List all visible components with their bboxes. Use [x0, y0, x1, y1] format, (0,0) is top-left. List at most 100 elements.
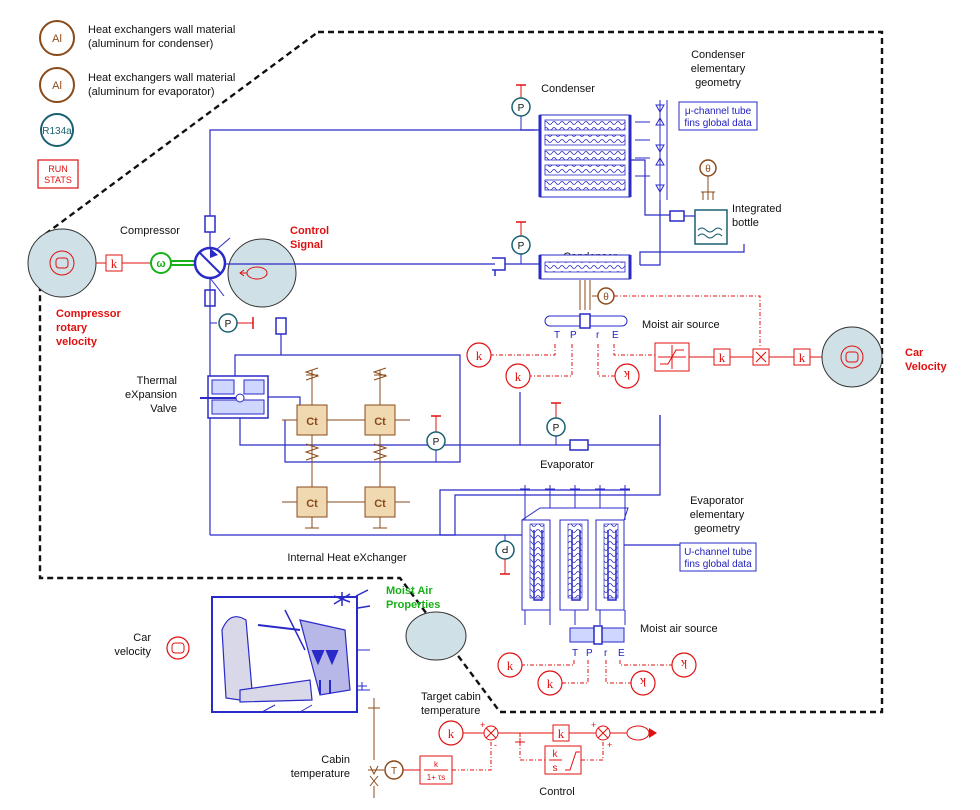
- svg-text:k: k: [558, 726, 565, 741]
- moist-air-source-top-label: Moist air source: [642, 319, 720, 331]
- constant-source[interactable]: k: [497, 652, 523, 678]
- control-output-port[interactable]: [626, 725, 657, 741]
- condenser-bottom[interactable]: [538, 254, 632, 280]
- product-block[interactable]: [752, 348, 770, 366]
- cabin-thermal-port: [368, 707, 380, 798]
- txv-label-1: Thermal: [137, 375, 177, 387]
- pressure-sensor-ihx[interactable]: P: [426, 415, 446, 462]
- pressure-sensor-condenser-top[interactable]: P: [511, 84, 531, 130]
- svg-text:s: s: [553, 763, 558, 774]
- control-signal-label-2: Signal: [290, 239, 323, 251]
- gain-block[interactable]: k: [793, 348, 811, 366]
- constant-source[interactable]: k: [537, 670, 563, 696]
- ihx-ct-block[interactable]: Ct: [364, 404, 396, 436]
- saturation-block[interactable]: [654, 342, 690, 372]
- pipe-volume[interactable]: [669, 210, 685, 222]
- moist-air-source-bottom-label: Moist air source: [640, 623, 718, 635]
- svg-text:Al: Al: [52, 80, 62, 92]
- svg-text:k: k: [553, 749, 559, 760]
- ihx-ct-block[interactable]: Ct: [296, 486, 328, 518]
- compressor[interactable]: [193, 237, 231, 297]
- pressure-sensor-evaporator-outlet[interactable]: P: [495, 535, 515, 575]
- compressor-label: Compressor: [120, 225, 180, 237]
- pipe-volume[interactable]: [275, 317, 287, 335]
- air-flow-icon: [333, 589, 371, 609]
- condenser-top-label: Condenser: [541, 83, 595, 95]
- control-signal-source[interactable]: [227, 238, 297, 308]
- ihx-label: Internal Heat eXchanger: [287, 552, 407, 564]
- gain-block[interactable]: k: [713, 348, 731, 366]
- integrated-bottle-label-1: Integrated: [732, 203, 782, 215]
- car-velocity-source-left[interactable]: [166, 636, 190, 660]
- first-order-lag-block[interactable]: k 1+ τs: [419, 755, 453, 785]
- svg-text:Ct: Ct: [306, 498, 318, 510]
- moist-air-source-bottom[interactable]: [569, 625, 625, 645]
- pipe-volume[interactable]: [569, 439, 589, 451]
- evaporator[interactable]: [521, 507, 629, 611]
- material-evaporator[interactable]: Al: [39, 67, 75, 103]
- cond-fins-data[interactable]: μ-channel tube fins global data: [678, 101, 758, 131]
- car-velocity-source-right[interactable]: [821, 326, 883, 388]
- constant-source[interactable]: k: [630, 670, 656, 696]
- evap-fins-data[interactable]: U-channel tube fins global data: [679, 542, 757, 572]
- condenser-geometry-label-2: elementary: [691, 63, 746, 75]
- evaporator-geometry-label-3: geometry: [694, 523, 740, 535]
- svg-text:Ct: Ct: [306, 416, 318, 428]
- compressor-velocity-source[interactable]: [27, 228, 97, 298]
- svg-text:ω: ω: [156, 258, 165, 270]
- pressure-sensor-evaporator[interactable]: P: [546, 402, 566, 445]
- port-T: T: [572, 648, 578, 659]
- svg-text:+: +: [480, 720, 485, 730]
- port-T: T: [554, 330, 560, 341]
- material-condenser[interactable]: Al: [39, 20, 75, 56]
- summing-junction[interactable]: + -: [480, 720, 499, 750]
- refrigerant-r134a[interactable]: R134a: [40, 113, 74, 147]
- compressor-velocity-label-2: rotary: [56, 322, 88, 334]
- svg-text:k: k: [799, 350, 806, 365]
- constant-source[interactable]: k: [671, 652, 697, 678]
- bottle-temperature-sensor[interactable]: θ: [699, 159, 717, 200]
- svg-text:R134a: R134a: [42, 126, 72, 137]
- integrated-bottle[interactable]: [694, 209, 728, 245]
- port-E: E: [618, 648, 625, 659]
- material-condenser-label-2: (aluminum for condenser): [88, 38, 213, 50]
- target-temperature-constant[interactable]: k: [438, 720, 464, 746]
- ihx-ct-block[interactable]: Ct: [364, 486, 396, 518]
- air-temperature-sensor[interactable]: θ: [597, 287, 615, 305]
- pressure-sensor-condenser-bottom[interactable]: P: [511, 221, 531, 264]
- svg-text:k: k: [434, 760, 439, 769]
- integrator-block[interactable]: k s: [544, 745, 582, 775]
- condenser-geometry-label-1: Condenser: [691, 49, 745, 61]
- cabin-temperature-label-1: Cabin: [321, 754, 350, 766]
- speed-sensor-omega[interactable]: ω: [150, 252, 172, 274]
- condenser-geometry-label-3: geometry: [695, 77, 741, 89]
- proportional-gain-block[interactable]: k: [552, 724, 570, 742]
- target-cabin-label-2: temperature: [421, 705, 480, 717]
- cabin-temperature-sensor[interactable]: T: [384, 760, 404, 780]
- moist-air-properties[interactable]: [405, 611, 467, 661]
- car-cabin[interactable]: [211, 596, 358, 713]
- svg-text:P: P: [433, 437, 440, 448]
- moist-air-source-top[interactable]: [544, 313, 628, 329]
- pipe-volume[interactable]: [204, 215, 216, 233]
- svg-text:STATS: STATS: [44, 175, 72, 185]
- svg-text:Ct: Ct: [374, 416, 386, 428]
- svg-text:P: P: [518, 103, 525, 114]
- run-stats-button[interactable]: RUN STATS: [37, 159, 79, 189]
- gain-block-compressor[interactable]: k: [105, 254, 123, 272]
- thermal-expansion-valve[interactable]: [200, 375, 269, 419]
- summing-junction-output[interactable]: + +: [591, 720, 612, 750]
- car-velocity-right-label-1: Car: [905, 347, 924, 359]
- constant-source[interactable]: k: [466, 342, 492, 368]
- pressure-sensor[interactable]: P: [218, 313, 238, 333]
- condenser-top[interactable]: [538, 114, 632, 198]
- constant-source[interactable]: k: [614, 363, 640, 389]
- port-P: P: [570, 330, 577, 341]
- svg-text:P: P: [501, 543, 508, 554]
- svg-text:U-channel tube: U-channel tube: [684, 547, 752, 558]
- txv-label-3: Valve: [150, 403, 177, 415]
- control-label: Control: [539, 786, 574, 798]
- ihx-ct-block[interactable]: Ct: [296, 404, 328, 436]
- constant-source[interactable]: k: [505, 363, 531, 389]
